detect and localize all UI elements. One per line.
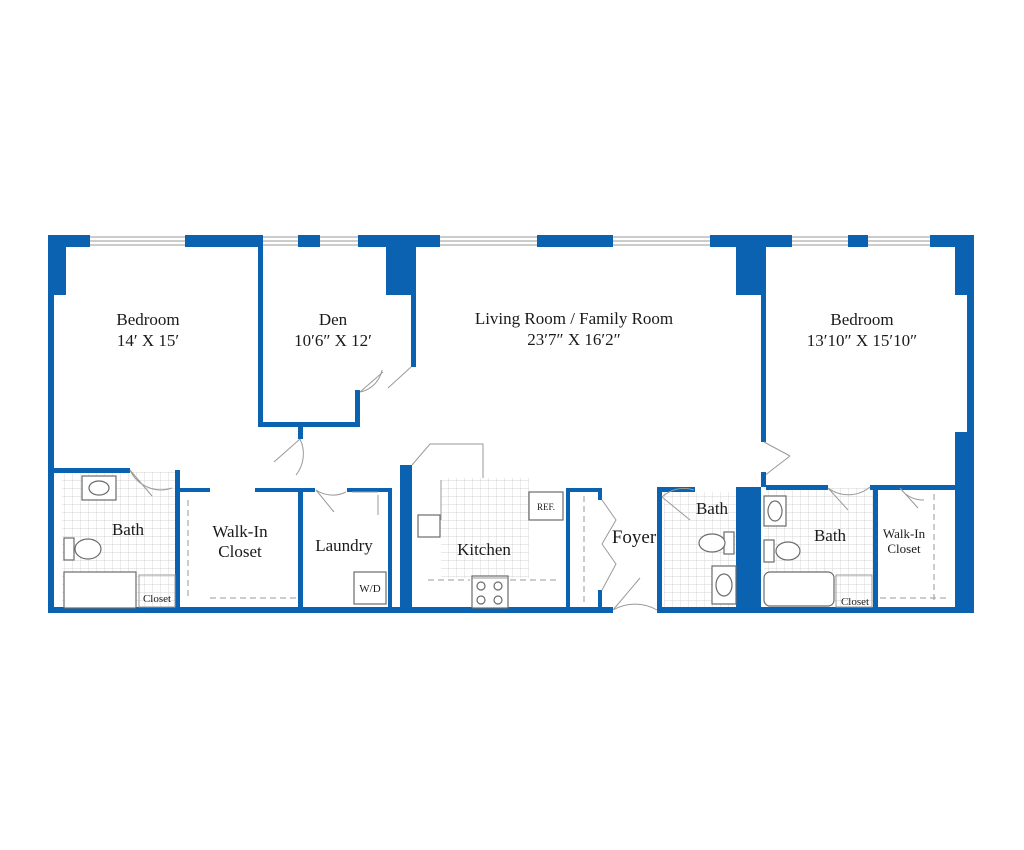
walkin-right-line1: Walk-In bbox=[883, 526, 926, 541]
bathtub-icon bbox=[63, 571, 137, 609]
labels: Bedroom 14′ X 15′ Den 10′6″ X 12′ Living… bbox=[112, 309, 926, 608]
foyer-label: Foyer bbox=[612, 527, 657, 548]
wd-label: W/D bbox=[359, 583, 380, 595]
bedroom-left-size: 14′ X 15′ bbox=[117, 331, 179, 350]
bath-right-label: Bath bbox=[814, 526, 847, 545]
toilet-icon bbox=[74, 538, 102, 560]
walkin-right-line2: Closet bbox=[887, 541, 921, 556]
walkin-left-line1: Walk-In bbox=[212, 522, 268, 541]
bedroom-right-name: Bedroom bbox=[830, 310, 893, 329]
bath-center-label: Bath bbox=[696, 499, 729, 518]
den-size: 10′6″ X 12′ bbox=[294, 331, 372, 350]
walkin-left-line2: Closet bbox=[218, 542, 262, 561]
toilet-icon bbox=[698, 533, 726, 553]
ref-label: REF. bbox=[537, 502, 555, 512]
bedroom-left-name: Bedroom bbox=[116, 310, 179, 329]
den-name: Den bbox=[319, 310, 348, 329]
kitchen-floor bbox=[441, 478, 529, 578]
stove-icon bbox=[471, 575, 509, 609]
bath-left-label: Bath bbox=[112, 520, 145, 539]
laundry-label: Laundry bbox=[315, 536, 373, 555]
closet-left-label: Closet bbox=[143, 593, 171, 605]
kitchen-label: Kitchen bbox=[457, 540, 511, 559]
dishwasher-icon bbox=[417, 514, 441, 538]
fixtures bbox=[63, 443, 950, 609]
washer-dryer-icon bbox=[353, 571, 387, 605]
interior-walls bbox=[48, 247, 955, 611]
bathtub-icon bbox=[763, 571, 835, 607]
exterior-walls bbox=[48, 235, 974, 613]
living-name: Living Room / Family Room bbox=[475, 309, 673, 328]
living-size: 23′7″ X 16′2″ bbox=[527, 330, 620, 349]
bedroom-right-size: 13′10″ X 15′10″ bbox=[807, 331, 917, 350]
toilet-icon bbox=[775, 541, 801, 561]
refrigerator-icon bbox=[528, 491, 564, 521]
closet-right-label: Closet bbox=[841, 596, 869, 608]
